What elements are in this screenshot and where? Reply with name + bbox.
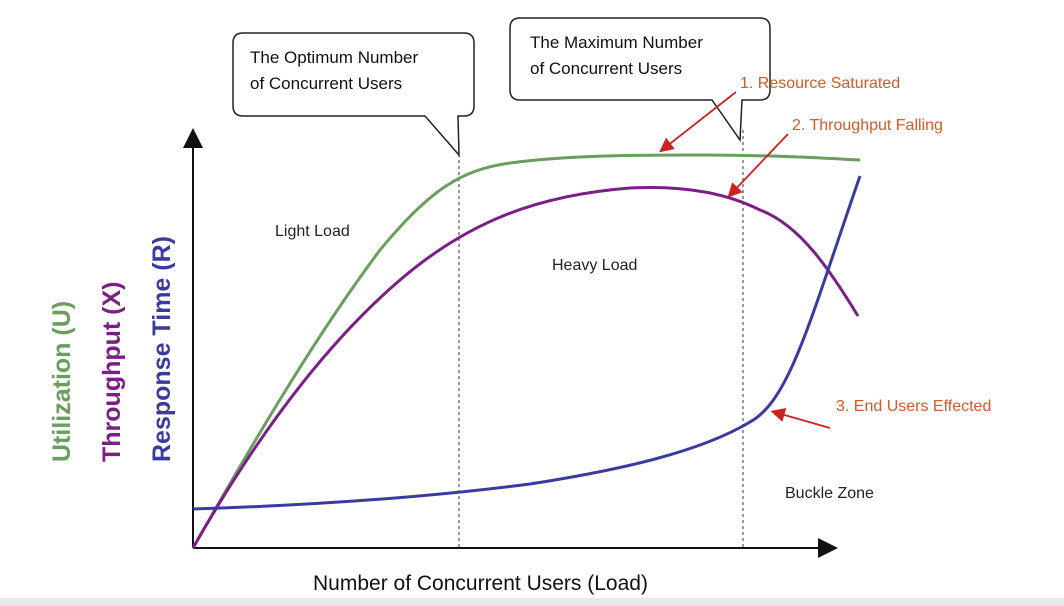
- y-label-throughput: Throughput (X): [98, 282, 126, 463]
- heavy-load-label: Heavy Load: [552, 257, 637, 274]
- maximum-callout-bubble: [509, 17, 771, 143]
- optimum-callout-line2: of Concurrent Users: [250, 74, 402, 93]
- throughput-curve: [191, 186, 860, 549]
- x-axis-label: Number of Concurrent Users (Load): [313, 572, 648, 595]
- y-label-utilization: Utilization (U): [48, 301, 76, 462]
- resource-saturated-note: 1. Resource Saturated: [740, 75, 900, 92]
- resource-arrow: [659, 91, 737, 153]
- buckle-zone-label: Buckle Zone: [785, 485, 874, 502]
- maximum-callout-line2: of Concurrent Users: [530, 59, 682, 78]
- throughput-falling-note: 2. Throughput Falling: [792, 117, 943, 134]
- end-users-note: 3. End Users Effected: [836, 398, 991, 415]
- utilization-curve: [191, 153, 861, 549]
- end-users-arrow: [770, 408, 831, 429]
- response-curve: [192, 175, 862, 511]
- optimum-callout-bubble: [232, 32, 475, 158]
- maximum-callout-line1: The Maximum Number: [530, 33, 703, 52]
- y-label-response: Response Time (R): [148, 236, 176, 462]
- light-load-label: Light Load: [275, 223, 350, 240]
- throughput-arrow: [727, 133, 789, 198]
- optimum-callout-line1: The Optimum Number: [250, 48, 418, 67]
- bottom-strip: [0, 598, 1064, 606]
